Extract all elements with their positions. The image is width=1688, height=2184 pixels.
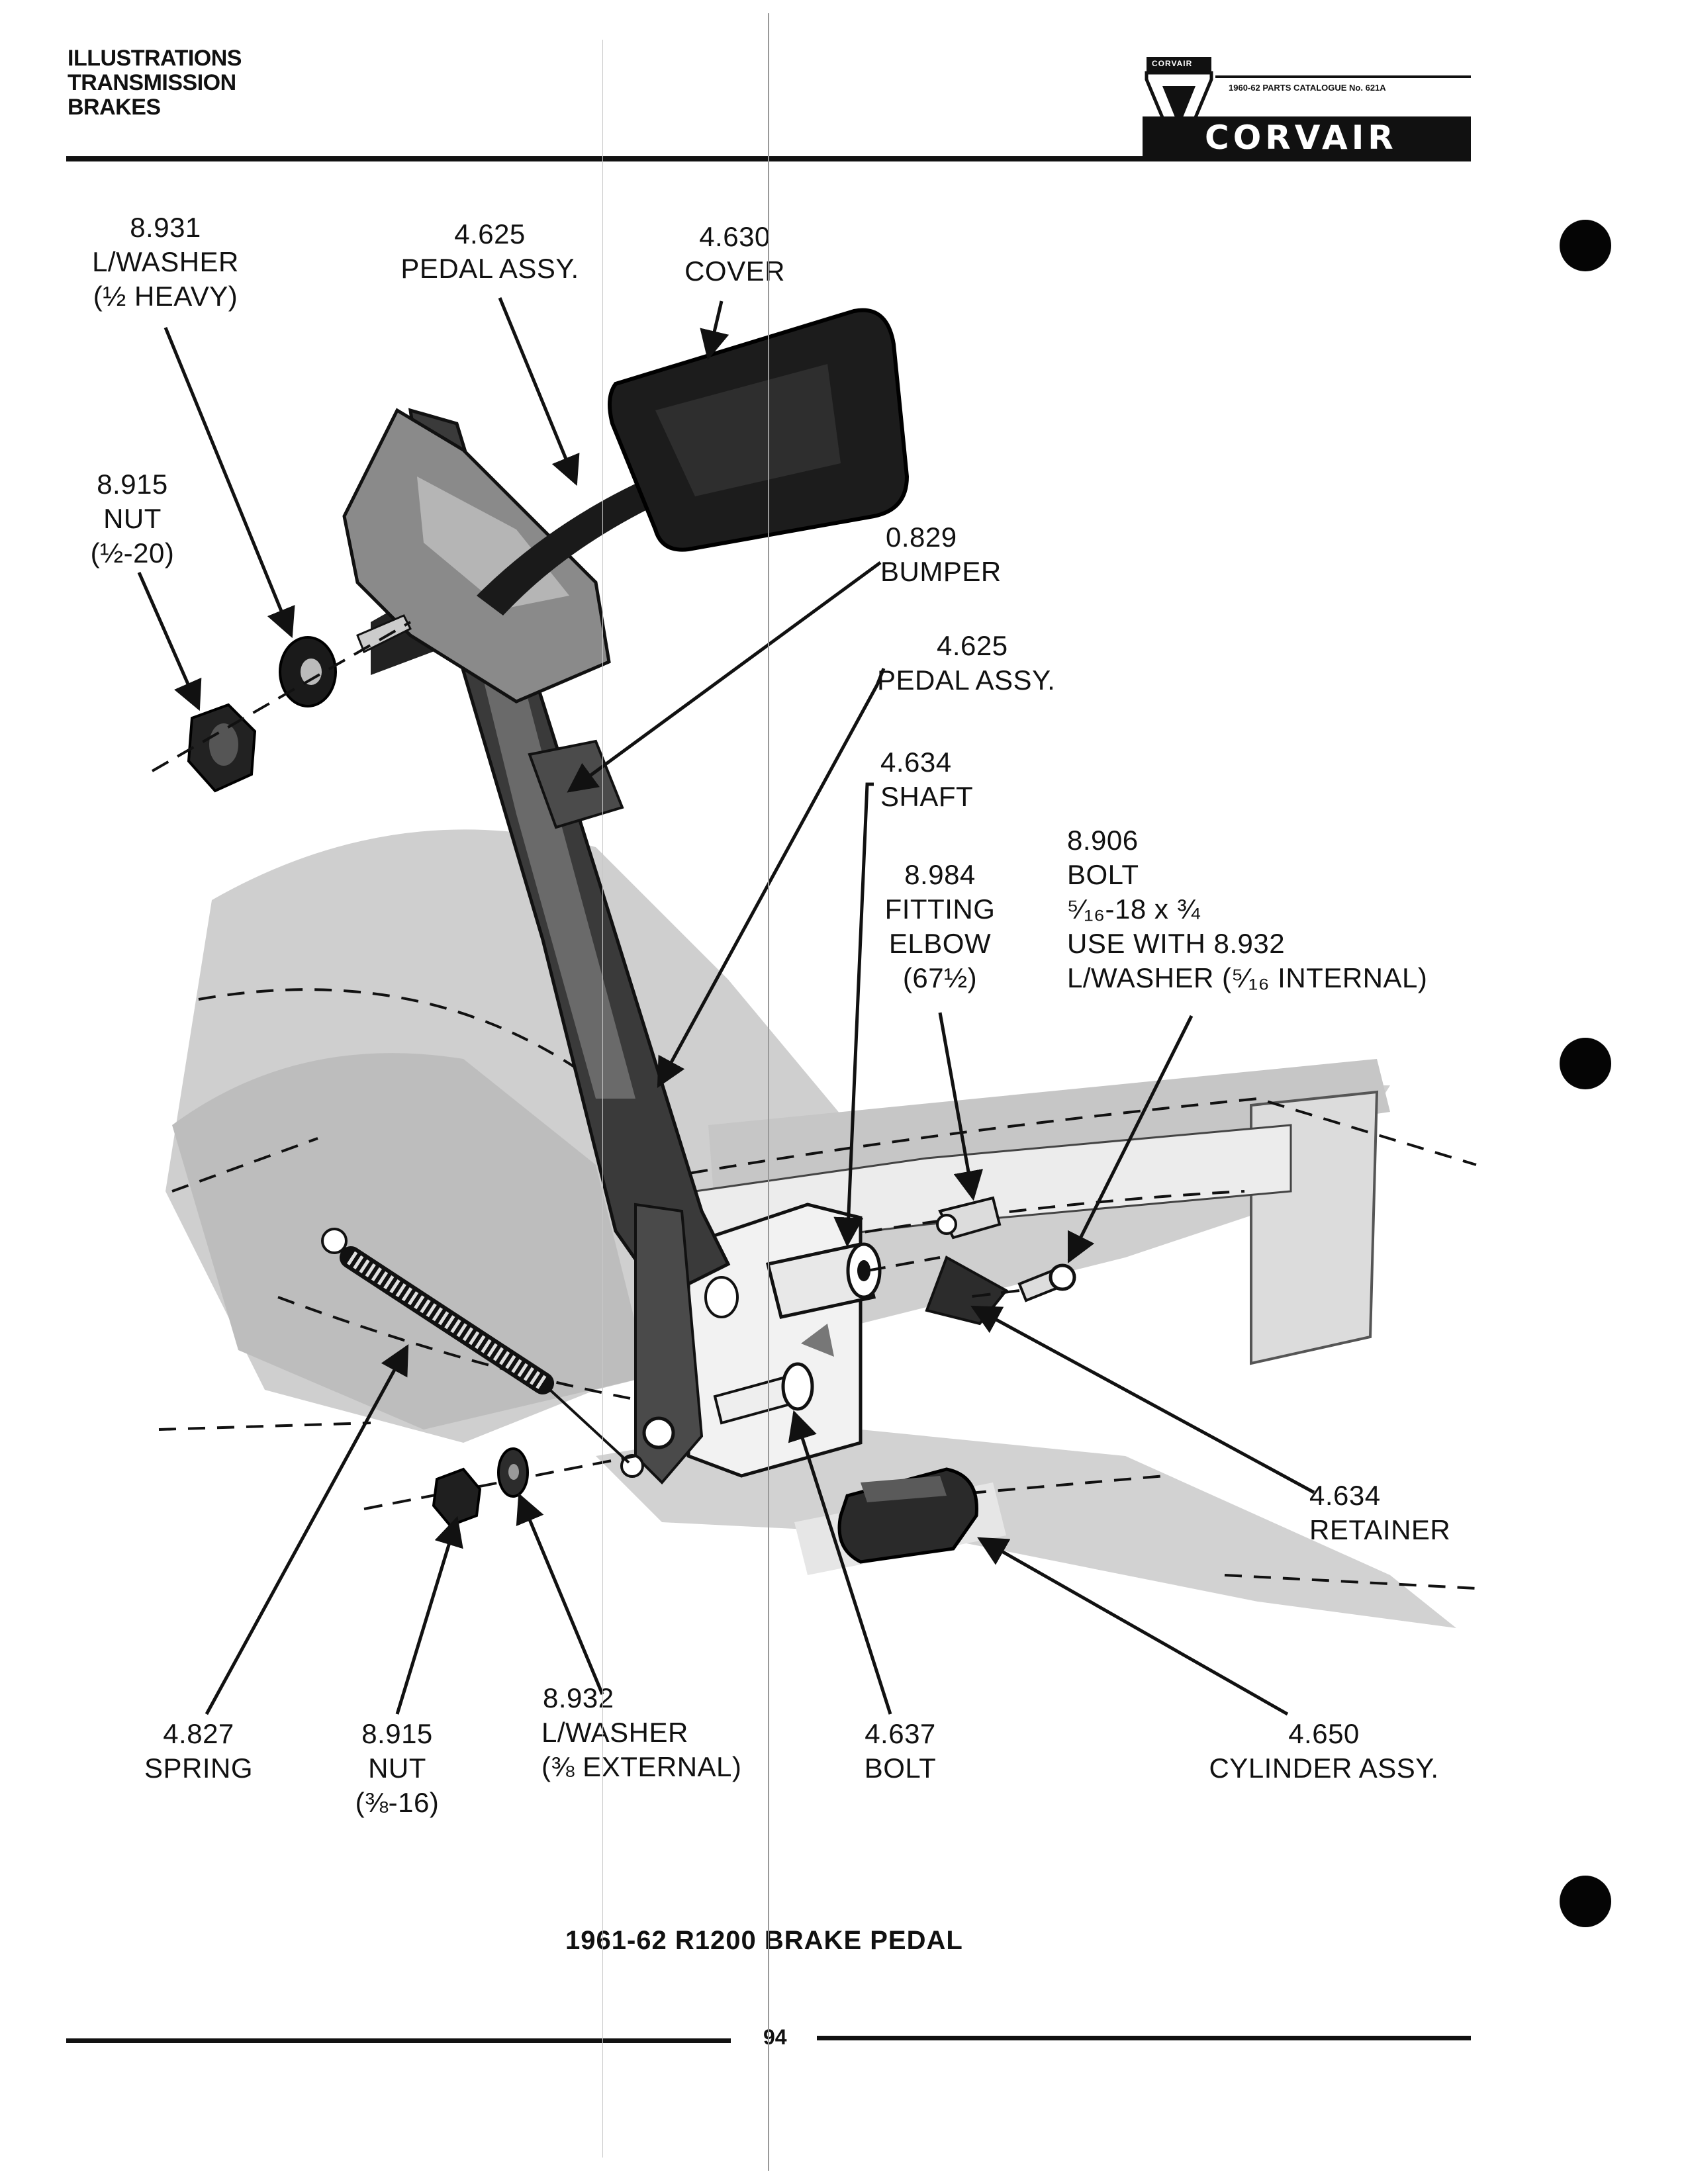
pivot-shaft (765, 1242, 882, 1319)
callout-pedal-assy-mid: 4.625 PEDAL ASSY. (877, 630, 1056, 696)
callout-nut-half-20: 8.915 NUT (½-20) (90, 469, 175, 569)
callout-bumper: 0.829 BUMPER (880, 522, 1002, 587)
assembly-centerline (152, 621, 1020, 1510)
nut-half-20-part (187, 703, 257, 793)
callout-nut-3-8-16: 8.915 NUT (⅜-16) (355, 1718, 440, 1818)
section-line-illustrations: ILLUSTRATIONS (68, 46, 242, 71)
callout-shaft: 4.634 SHAFT (880, 747, 974, 812)
callout-cover: 4.630 COVER (684, 221, 785, 287)
pedal-pad (608, 308, 910, 552)
binder-hole (1560, 1038, 1611, 1089)
corvair-wordmark: CORVAIR (1143, 116, 1471, 159)
binder-hole (1560, 220, 1611, 271)
nut-3-8-16-part (432, 1467, 482, 1527)
leader-lines (137, 297, 1315, 1716)
binder-hole (1560, 1876, 1611, 1927)
callout-pedal-assy-top: 4.625 PEDAL ASSY. (400, 218, 579, 284)
section-line-transmission: TRANSMISSION (68, 70, 236, 95)
scan-fold-line (602, 40, 603, 2158)
section-heading: ILLUSTRATIONS TRANSMISSION BRAKES (68, 46, 242, 120)
callout-bolt-4637: 4.637 BOLT (864, 1718, 937, 1784)
return-spring (321, 1228, 630, 1464)
page-number: 94 (763, 2025, 787, 2049)
callout-retainer: 4.634 RETAINER (1309, 1480, 1451, 1545)
figure-caption: 1961-62 R1200 BRAKE PEDAL (565, 1926, 963, 1955)
callout-cylinder-assy: 4.650 CYLINDER ASSY. (1209, 1718, 1439, 1784)
corvair-logo: CORVAIR 1960-62 PARTS CATALOGUE No. 621A… (1143, 53, 1471, 159)
lwasher-3-8-external-part (497, 1447, 529, 1498)
cylinder-assembly-part (837, 1467, 978, 1564)
fitting-elbow-part (936, 1196, 1002, 1240)
callout-bolt-5-16: 8.906 BOLT ⁵⁄₁₆-18 x ¾ USE WITH 8.932 L/… (1067, 825, 1428, 993)
callout-lwasher-half-heavy: 8.931 L/WASHER (½ HEAVY) (92, 212, 239, 312)
bolt-4637-part (620, 1362, 814, 1478)
footer-rule-right (817, 2036, 1471, 2040)
footer-rule-left (66, 2038, 731, 2043)
small-bolt-part (1017, 1263, 1076, 1302)
callout-lwasher-3-8-external: 8.932 L/WASHER (⅜ EXTERNAL) (541, 1682, 742, 1782)
callout-spring: 4.827 SPRING (144, 1718, 254, 1784)
catalogue-title: 1960-62 PARTS CATALOGUE No. 621A (1215, 75, 1471, 95)
callout-fitting-elbow: 8.984 FITTING ELBOW (67½) (884, 859, 996, 993)
logo-small-text: CORVAIR (1152, 59, 1193, 68)
section-line-brakes: BRAKES (68, 95, 161, 120)
scan-fold-line (768, 13, 769, 2171)
